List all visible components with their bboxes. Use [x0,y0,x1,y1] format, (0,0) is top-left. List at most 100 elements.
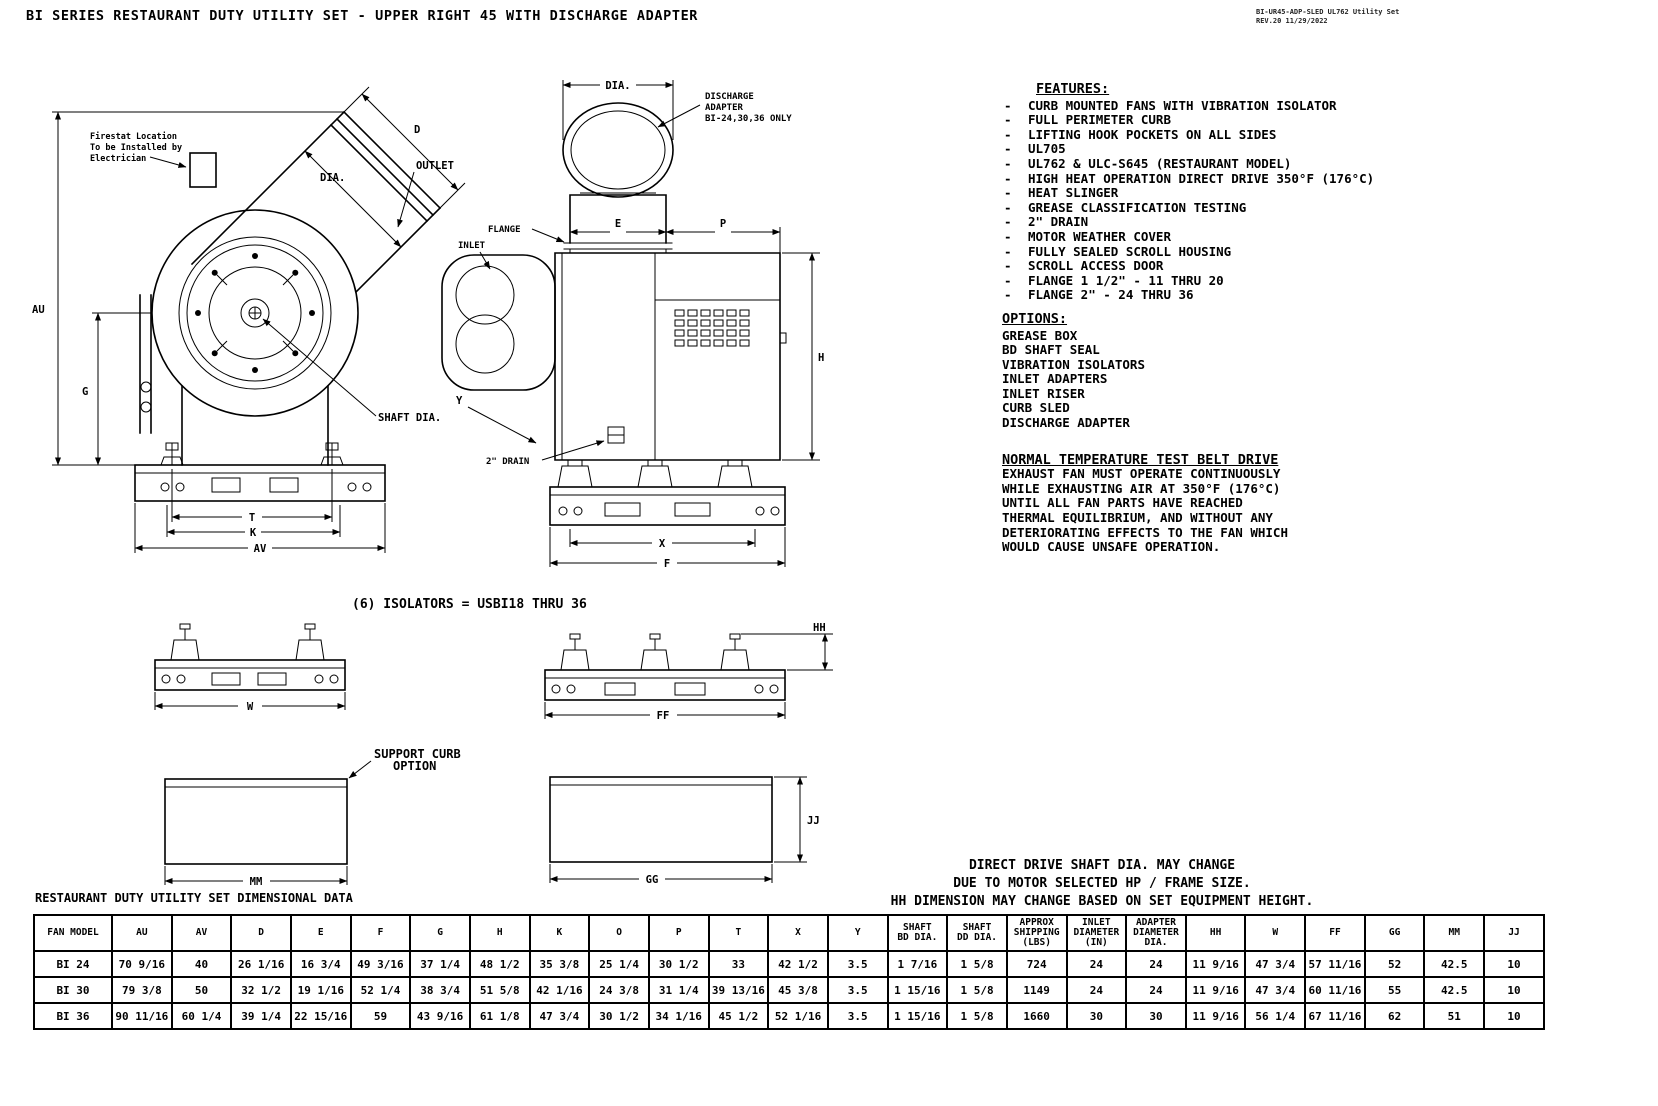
feature-item: UL762 & ULC-S645 (RESTAURANT MODEL) [1002,156,1492,172]
leader-lines [149,156,415,417]
feature-item: GREASE CLASSIFICATION TESTING [1002,200,1492,216]
column-header: F [349,914,412,952]
dimension-cell: 52 1/16 [767,1002,829,1030]
dimension-cell: 42 1/16 [528,976,591,1004]
feature-item: HEAT SLINGER [1002,186,1492,201]
dimension-cell: 57 11/16 [1304,950,1366,978]
table-title: RESTAURANT DUTY UTILITY SET DIMENSIONAL … [35,891,353,905]
dimension-cell: 70 9/16 [111,950,173,978]
option-item: VIBRATION ISOLATORS [1002,356,1145,372]
column-header: INLET DIAMETER (IN) [1065,914,1128,952]
normal-temp-line: UNTIL ALL FAN PARTS HAVE REACHED [1002,495,1243,511]
dimension-lines [544,633,833,719]
column-header: X [767,914,829,952]
dimension-cell: 30 1/2 [588,1002,650,1030]
column-header: K [528,914,591,952]
dimension-cell: 3.5 [826,950,889,978]
discharge-adapter-label-line2: ADAPTER [705,103,744,113]
motor-cover-louvers [674,309,750,347]
dim-e-label: E [615,218,621,230]
dimension-cell: 30 1/2 [647,950,710,978]
dimension-cell: 42 1/2 [767,950,829,978]
dim-gg-label: GG [646,874,659,886]
dim-x-label: X [659,538,666,550]
dim-au-label: AU [32,304,45,316]
column-header: O [588,914,650,952]
dimension-cell: 31 1/4 [647,976,710,1004]
dim-p-label: P [720,218,726,230]
firestat-label-line3: Electrician [90,153,146,164]
dimension-cell: 52 1/4 [349,976,412,1004]
table-note-line: HH DIMENSION MAY CHANGE BASED ON SET EQU… [890,894,1314,909]
column-header: MM [1423,914,1486,952]
outlet-label: OUTLET [416,160,454,172]
isolators [560,633,750,671]
dimension-cell: 25 1/4 [588,950,650,978]
column-header: AU [111,914,173,952]
feature-item: FULLY SEALED SCROLL HOUSING [1002,244,1492,260]
column-header: SHAFT DD DIA. [946,914,1008,952]
features-heading: FEATURES: [1036,81,1110,97]
dimension-cell: 50 [170,976,233,1004]
normal-temp-line: THERMAL EQUILIBRIUM, AND WITHOUT ANY [1002,510,1273,526]
dimension-cell: 79 3/8 [111,976,173,1004]
firestat-label-line2: To be Installed by [90,143,182,153]
dimension-cell: 24 [1125,976,1187,1004]
firestat-box [189,152,217,188]
dimension-cell: 67 11/16 [1304,1002,1366,1030]
dimension-cell: 39 13/16 [707,976,770,1004]
curb-leader [348,760,372,779]
dimension-cell: 1 5/8 [946,950,1008,978]
dimension-lines [549,776,807,883]
dimension-cell: 60 11/16 [1304,976,1366,1004]
dimension-cell: 47 3/4 [1244,976,1307,1004]
dimension-cell: 724 [1005,950,1068,978]
option-item: INLET RISER [1002,385,1085,401]
dimension-cell: 24 [1065,950,1128,978]
feature-item: SCROLL ACCESS DOOR [1002,259,1492,274]
table-note-line: DIRECT DRIVE SHAFT DIA. MAY CHANGE [968,858,1236,873]
drain-fitting [607,426,625,444]
column-header: W [1244,914,1307,952]
dimension-cell: 10 [1483,1002,1545,1030]
front-view-drawing: DIA. DISCHARGE ADAPTER BI-24,30,36 ONLY … [441,80,824,570]
dimension-cell: 11 9/16 [1184,950,1247,978]
base-rail [154,659,346,691]
column-header: P [647,914,710,952]
dimension-cell: 10 [1483,950,1545,978]
curb-box [164,778,348,865]
option-item: BD SHAFT SEAL [1002,342,1100,358]
isolator-base-w-drawing: W [154,623,346,713]
dimension-cell: 1660 [1005,1002,1068,1030]
dimension-cell: 47 3/4 [528,1002,591,1030]
fan-model-cell: BI 30 [33,976,113,1004]
dim-av-label: AV [254,543,267,555]
option-item: INLET ADAPTERS [1002,371,1108,387]
side-view-drawing: Firestat Location To be Installed by Ele… [32,86,466,555]
support-curb-gg-drawing: GG JJ [549,776,820,886]
options-heading: OPTIONS: [1002,310,1068,327]
dim-h-label: H [818,352,824,364]
dim-mm-label: MM [250,876,263,888]
column-header: SHAFT BD DIA. [886,914,949,952]
column-header: AV [170,914,233,952]
dimension-cell: 30 [1125,1002,1187,1030]
isolator-base-ff-drawing: HH FF [544,622,833,722]
dimension-cell: 35 3/8 [528,950,591,978]
option-item: CURB SLED [1002,400,1070,416]
column-header: ADAPTER DIAMETER DIA. [1125,914,1187,952]
dimension-cell: 24 [1125,950,1187,978]
scroll-housing [151,209,359,417]
dimension-cell: 33 [707,950,770,978]
dim-t-label: T [249,512,255,524]
dimension-cell: 1 15/16 [886,976,949,1004]
dimension-cell: 40 [170,950,233,978]
base-rail [544,669,786,701]
isolators [170,623,325,661]
dimension-cell: 59 [349,1002,412,1030]
flange-label: FLANGE [488,225,521,235]
